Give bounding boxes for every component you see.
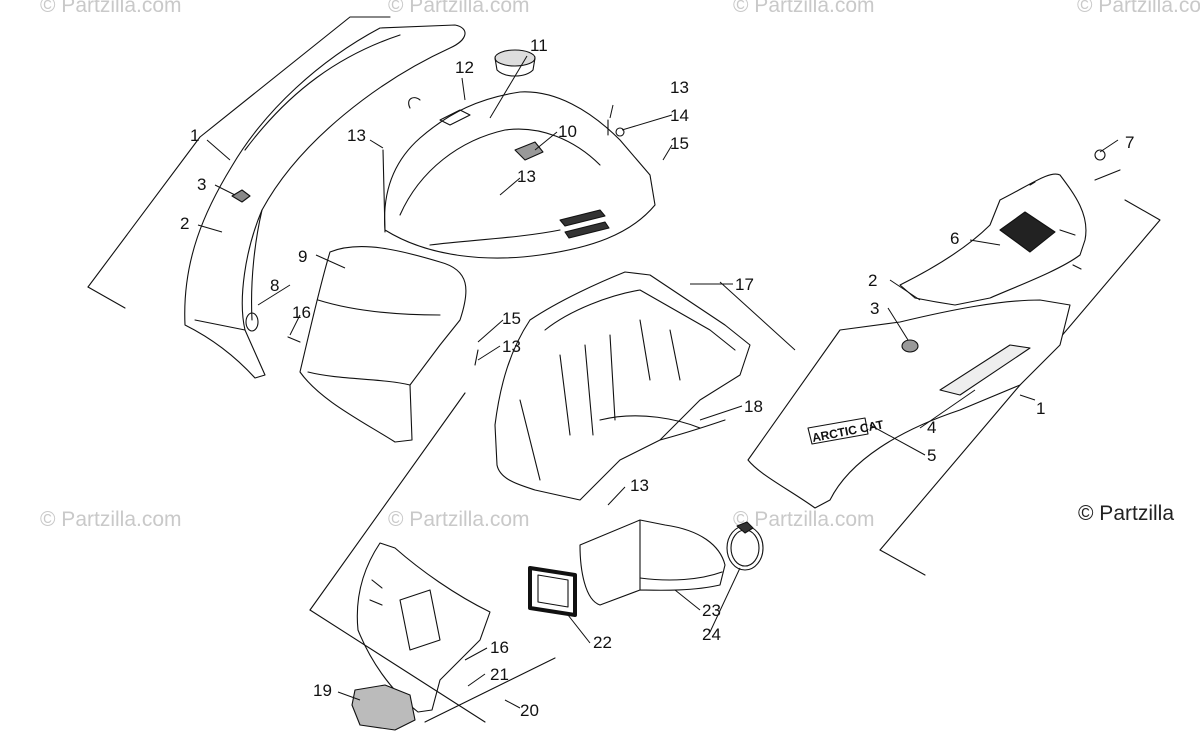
- brand-mark: © Partzilla: [1078, 502, 1174, 525]
- callout-21: 21: [490, 665, 509, 684]
- callout-15: 15: [670, 134, 689, 153]
- grommet-cap: [494, 49, 536, 77]
- callout-24: 24: [702, 625, 721, 644]
- right-side-panel: [899, 173, 1087, 306]
- hood-panel: [747, 299, 1071, 509]
- headlight-housing: [356, 542, 491, 713]
- callout-2: 2: [180, 214, 189, 233]
- callout-11: 11: [530, 36, 548, 55]
- right-group-bracket: [879, 169, 1161, 576]
- callout-3: 3: [870, 299, 879, 318]
- callout-1: 1: [190, 126, 199, 145]
- callout-23: 23: [702, 601, 721, 620]
- watermark: © Partzilla.com: [733, 508, 875, 531]
- callout-20: 20: [520, 701, 539, 720]
- callout-14: 14: [670, 106, 689, 125]
- callout-16: 16: [292, 303, 311, 322]
- watermark: © Partzilla.com: [388, 0, 530, 17]
- watermark: © Partzilla.com: [733, 0, 875, 17]
- callout-13: 13: [347, 126, 366, 145]
- screws: [287, 119, 1106, 366]
- callout-13: 13: [670, 78, 689, 97]
- callout-16: 16: [490, 638, 509, 657]
- callout-13: 13: [502, 337, 521, 356]
- leader-lines: [197, 55, 1119, 709]
- callout-8: 8: [270, 276, 279, 295]
- callout-13: 13: [517, 167, 536, 186]
- callout-19: 19: [313, 681, 332, 700]
- hose-clamp: [726, 521, 764, 571]
- headlight-group-bracket: [309, 392, 556, 723]
- callout-17: 17: [735, 275, 754, 294]
- callout-3: 3: [197, 175, 206, 194]
- callout-12: 12: [455, 58, 474, 77]
- watermark: © Partzilla.com: [1077, 0, 1200, 17]
- intake-seal: [528, 566, 577, 617]
- callout-10: 10: [558, 122, 577, 141]
- callout-9: 9: [298, 247, 307, 266]
- callout-1: 1: [1036, 399, 1045, 418]
- watermark: © Partzilla.com: [40, 508, 182, 531]
- callout-4: 4: [927, 418, 936, 437]
- callout-7: 7: [1125, 133, 1134, 152]
- watermark: © Partzilla.com: [40, 0, 182, 17]
- upper-cowl: [384, 91, 656, 259]
- callout-6: 6: [950, 229, 959, 248]
- callout-18: 18: [744, 397, 763, 416]
- left-group-bracket: [87, 16, 391, 309]
- callout-13: 13: [630, 476, 649, 495]
- callout-2: 2: [868, 271, 877, 290]
- callout-labels: 1 2 3 8 16 9 12 11 13 10 13 13 14 15 15 …: [180, 36, 1134, 720]
- mount-bracket: [351, 684, 416, 731]
- callout-15: 15: [502, 309, 521, 328]
- callout-22: 22: [593, 633, 612, 652]
- watermark: © Partzilla.com: [388, 508, 530, 531]
- front-nose-cover: [299, 246, 467, 443]
- callout-5: 5: [927, 446, 936, 465]
- left-side-panel: [184, 24, 466, 379]
- intake-duct: [579, 519, 726, 606]
- air-box: [494, 271, 751, 501]
